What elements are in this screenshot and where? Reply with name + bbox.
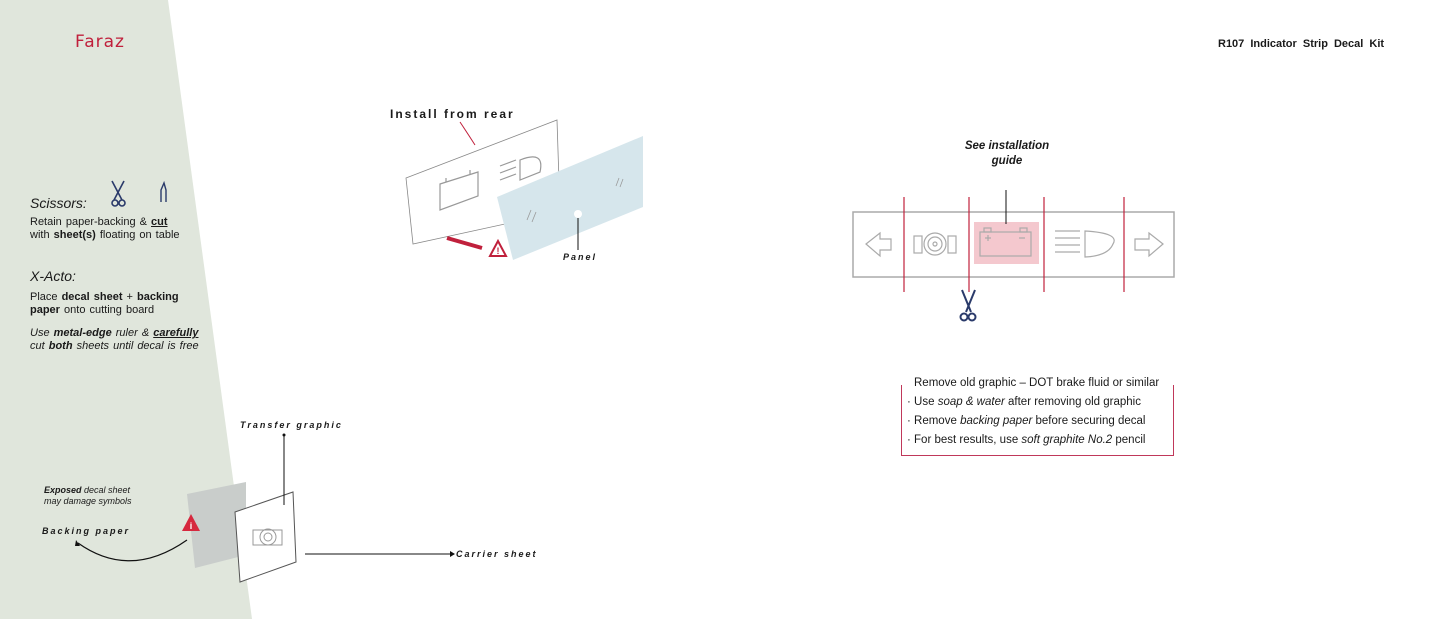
text-emphasis: decal sheet: [61, 291, 123, 303]
install-from-rear-label: Install from rear: [390, 107, 515, 121]
text: with: [30, 229, 54, 241]
see-installation-guide-callout: See installation guide: [964, 140, 1050, 167]
text-emphasis: backing: [137, 291, 179, 303]
exposed-sheet-warning: Exposed decal sheet may damage symbols: [44, 485, 132, 507]
text: floating on table: [95, 229, 180, 241]
xacto-instructions-2: Use metal-edge ruler & carefully cut bot…: [30, 327, 199, 353]
text-emphasis: backing paper: [960, 415, 1033, 427]
text: Use: [30, 327, 54, 339]
text: Remove: [914, 415, 961, 427]
panel-label: Panel: [563, 252, 598, 262]
transfer-graphic-label: Transfer graphic: [240, 420, 343, 430]
text-emphasis: paper: [30, 304, 60, 316]
scissors-heading: Scissors:: [30, 195, 87, 211]
kit-title: R107 Indicator Strip Decal Kit: [1218, 38, 1385, 50]
text: Retain paper-backing &: [30, 216, 152, 228]
brand-logo: Faraz: [75, 32, 125, 52]
battery-icon: [439, 170, 479, 211]
text: ruler &: [111, 327, 154, 339]
glass-panel: [497, 136, 643, 260]
svg-text:!: !: [497, 246, 500, 256]
callout-line: [459, 121, 476, 146]
scissors-icon: [111, 180, 126, 207]
scissors-instructions: Retain paper-backing & cut with sheet(s)…: [30, 216, 180, 242]
text: For best results, use: [914, 434, 1022, 446]
text-emphasis: carefully: [153, 327, 199, 339]
backing-paper: [187, 482, 246, 568]
battery-icon: [979, 227, 1032, 257]
xacto-knife-icon: [160, 180, 167, 202]
xacto-heading: X-Acto:: [30, 268, 76, 284]
text: may damage symbols: [44, 496, 132, 506]
text: onto cutting board: [59, 304, 155, 316]
scissors-cut-icon: [959, 289, 977, 322]
text: +: [122, 291, 138, 303]
backing-paper-label: Backing paper: [42, 526, 131, 536]
text: cut: [30, 340, 49, 352]
left-arrow-icon: [865, 231, 892, 258]
text-emphasis: soap & water: [937, 396, 1005, 408]
brake-circle-icon: [252, 528, 283, 546]
headlight-icon: [499, 156, 542, 181]
warning-icon: !: [488, 238, 508, 257]
note-item: Remove backing paper before securing dec…: [907, 415, 1145, 434]
text-emphasis: soft graphite No.2: [1021, 434, 1113, 446]
text: Place: [30, 291, 62, 303]
text: decal sheet: [81, 485, 131, 495]
side-panel-background: [0, 0, 252, 619]
notes-title: Remove old graphic – DOT brake fluid or …: [909, 377, 1165, 389]
xacto-instructions-1: Place decal sheet + backing paper onto c…: [30, 291, 179, 317]
text-emphasis: both: [48, 340, 73, 352]
text-emphasis: metal-edge: [53, 327, 112, 339]
text: pencil: [1112, 434, 1146, 446]
carrier-sheet-label: Carrier sheet: [456, 549, 538, 559]
text: before securing decal: [1032, 415, 1146, 427]
notes-box: Use soap & water after removing old grap…: [901, 385, 1174, 456]
right-arrow-icon: [1134, 231, 1164, 258]
brake-circle-icon: [913, 232, 957, 256]
direction-arrow: [446, 236, 483, 250]
text-emphasis: Exposed: [44, 485, 82, 495]
carrier-sheet: [234, 491, 297, 583]
info-warning-icon: i: [182, 514, 200, 531]
text-emphasis: sheet(s): [53, 229, 96, 241]
note-item: For best results, use soft graphite No.2…: [907, 434, 1145, 453]
svg-text:i: i: [190, 521, 193, 531]
text: after removing old graphic: [1004, 396, 1141, 408]
text: Use: [914, 396, 938, 408]
headlight-icon: [1055, 230, 1115, 258]
text-emphasis: cut: [151, 216, 168, 228]
note-item: Use soap & water after removing old grap…: [907, 396, 1145, 415]
highlight-battery-section: [974, 222, 1039, 264]
text: sheets until decal is free: [72, 340, 199, 352]
